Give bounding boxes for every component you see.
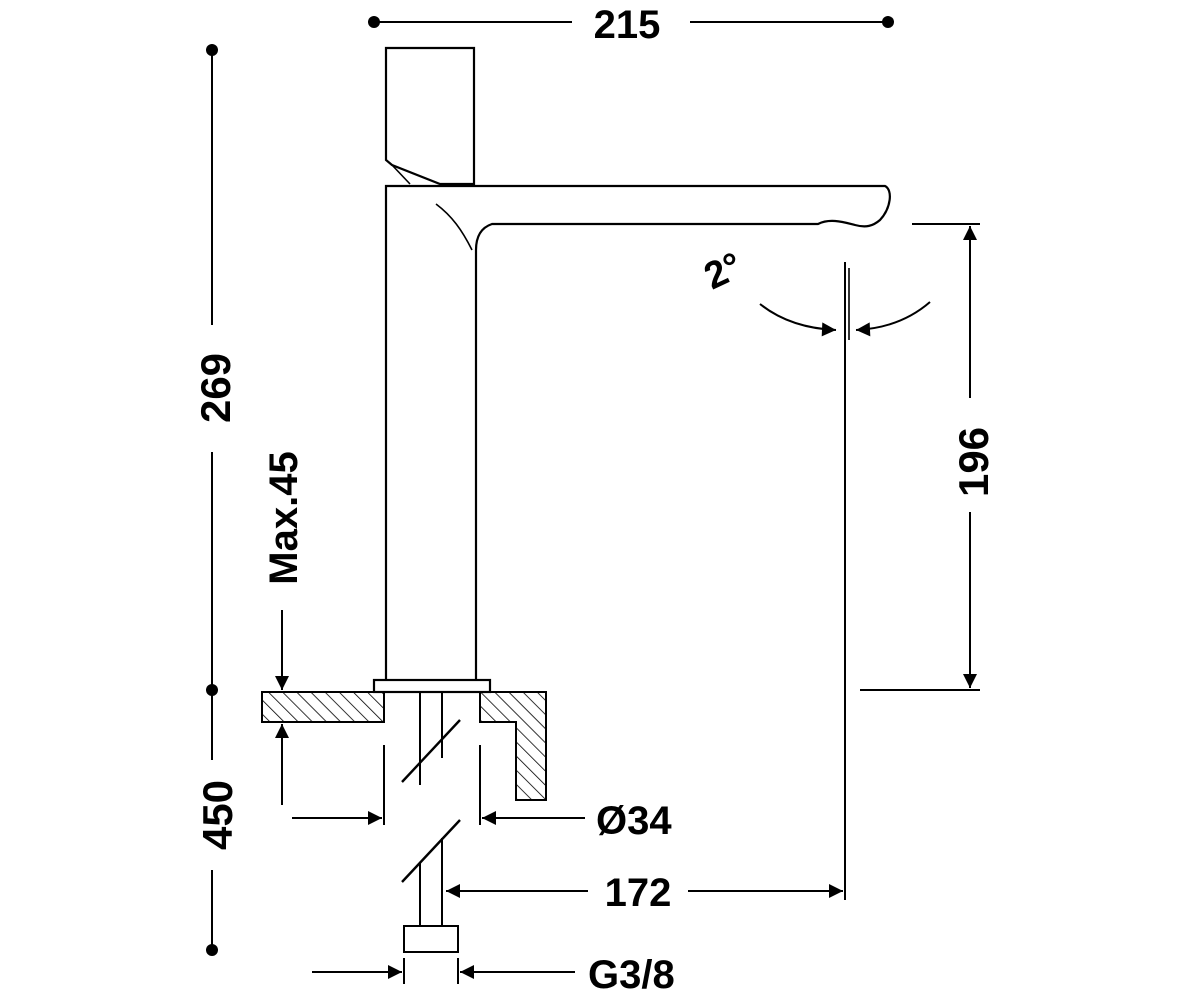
under-counter-label: 450 [194,780,241,850]
dimension-counter-thickness: Max.45 [262,451,306,805]
connection-label: G3/8 [588,953,675,997]
faucet-base-ring [372,678,492,694]
connector-nut [403,925,459,953]
dimension-heights-left: 269 450 [192,44,241,956]
faucet-column-spout [384,184,891,680]
dimension-width: 215 [368,3,894,47]
hole-diameter-label: Ø34 [596,799,672,843]
total-height-label: 269 [192,353,239,423]
dimension-spout-height: 196 [860,223,997,691]
faucet-body [372,46,891,694]
dimension-hole-diameter: Ø34 [292,799,672,843]
faucet-handle [384,46,476,186]
countertop-right [479,691,547,801]
dimension-spout-reach: 172 [446,871,843,915]
spout-reach-label: 172 [605,871,672,915]
spout-height-label: 196 [950,427,997,497]
counter-max-label: Max.45 [262,451,306,584]
under-counter-shank [383,692,481,953]
countertop-left [261,691,385,723]
dimension-connection: G3/8 [312,953,675,997]
width-label: 215 [594,3,661,47]
countertop [261,691,547,801]
spout-angle-label: 2° [698,245,749,298]
dimension-spout-angle: 2° [698,245,931,900]
